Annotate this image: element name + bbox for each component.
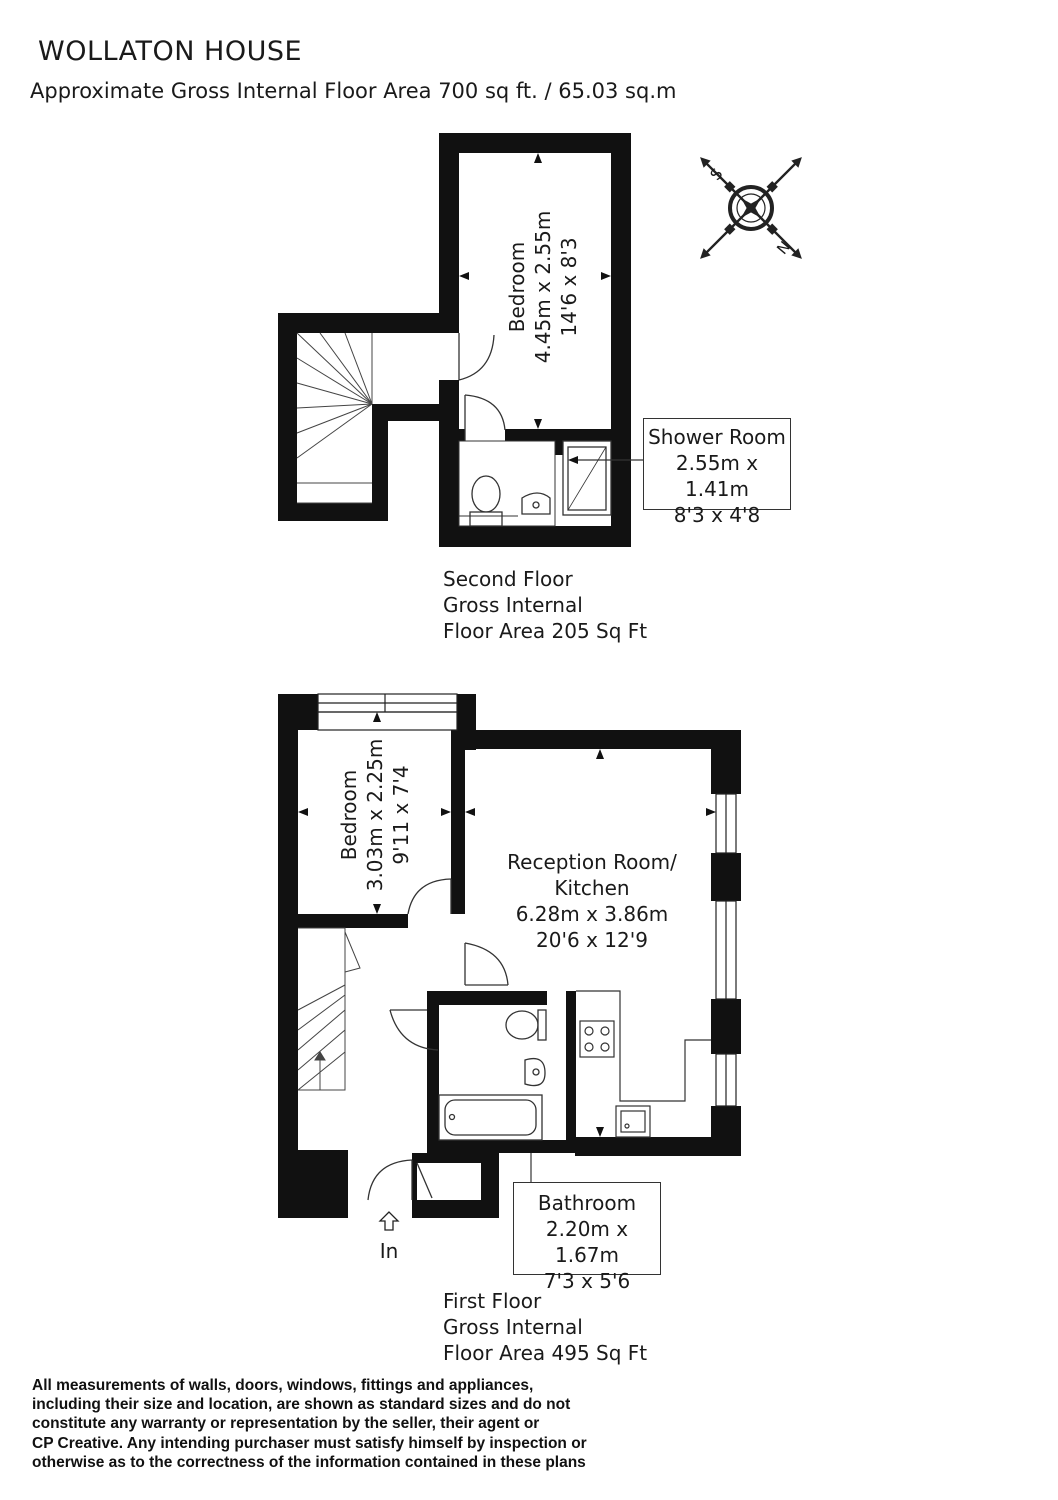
hob [579, 1020, 615, 1058]
second-floor-dimension-arrows [459, 153, 611, 464]
disclaimer-line: All measurements of walls, doors, window… [32, 1377, 534, 1394]
second-floor-bedroom-label: Bedroom 4.45m x 2.55m 14'6 x 8'3 [505, 211, 581, 364]
second-floor-plan: Bedroom 4.45m x 2.55m 14'6 x 8'3 [278, 133, 643, 547]
plan-title: WOLLATON HOUSE [38, 36, 303, 67]
disclaimer-line: including their size and location, are s… [32, 1396, 571, 1414]
room-imperial: 14'6 x 8'3 [557, 237, 581, 336]
room-metric: 3.03m x 2.25m [363, 739, 387, 892]
kitchen-fixtures [576, 990, 711, 1138]
toilet [471, 475, 501, 513]
caption-line: Gross Internal [443, 1315, 583, 1339]
room-name: Bedroom [337, 770, 361, 860]
first-floor-doors [367, 878, 509, 1201]
disclaimer-line: otherwise as to the correctness of the i… [32, 1453, 586, 1471]
room-metric: 2.55m x 1.41m [675, 451, 759, 501]
compass-rose [700, 157, 802, 259]
room-imperial: 8'3 x 4'8 [673, 503, 761, 527]
first-floor-caption: First Floor Gross Internal Floor Area 49… [443, 1288, 647, 1366]
compass-north-label: N [772, 237, 793, 257]
entrance-label: In [380, 1239, 399, 1263]
caption-line: Floor Area 495 Sq Ft [443, 1341, 648, 1365]
room-name: Bathroom [537, 1191, 637, 1215]
room-metric: 2.20m x 1.67m [545, 1217, 629, 1267]
room-name: Shower Room [648, 425, 786, 449]
second-floor-caption: Second Floor Gross Internal Floor Area 2… [443, 566, 647, 644]
bathroom-fixtures [438, 1009, 547, 1141]
room-imperial: 9'11 x 7'4 [389, 765, 413, 864]
caption-line: First Floor [443, 1289, 542, 1313]
room-name: Bedroom [505, 242, 529, 332]
bathroom-washbasin [524, 1057, 546, 1087]
washbasin [521, 492, 551, 515]
first-floor-bedroom-label: Bedroom 3.03m x 2.25m 9'11 x 7'4 [337, 739, 413, 892]
first-floor-dimension-arrows [298, 712, 716, 1137]
second-floor-walls [278, 133, 631, 547]
shower-room-fixtures [458, 440, 612, 527]
first-floor-windows [317, 693, 737, 1107]
second-floor-doors [458, 333, 506, 441]
reception-kitchen-label: Reception Room/ Kitchen 6.28m x 3.86m 20… [507, 850, 677, 952]
bathroom-toilet [505, 1010, 539, 1040]
entrance-arrow-icon [378, 1211, 400, 1231]
bathroom-label: Bathroom 2.20m x 1.67m 7'3 x 5'6 [513, 1182, 661, 1293]
room-name-line2: Kitchen [554, 876, 629, 900]
first-floor-plan: Bedroom 3.03m x 2.25m 9'11 x 7'4 Recepti… [278, 693, 741, 1263]
room-metric: 4.45m x 2.55m [531, 211, 555, 364]
second-floor-stairs [296, 332, 373, 504]
gross-area-subtitle: Approximate Gross Internal Floor Area 70… [30, 79, 677, 103]
room-imperial: 7'3 x 5'6 [543, 1269, 631, 1293]
shower-room-label: Shower Room 2.55m x 1.41m 8'3 x 4'8 [643, 418, 791, 527]
caption-line: Floor Area 205 Sq Ft [443, 619, 648, 643]
caption-line: Second Floor [443, 567, 573, 591]
first-floor-walls [278, 694, 741, 1218]
room-name-line1: Reception Room/ [507, 850, 677, 874]
first-floor-stairs [297, 927, 361, 1091]
caption-line: Gross Internal [443, 593, 583, 617]
disclaimer-line: constitute any warranty or representatio… [32, 1415, 540, 1433]
disclaimer-text: All measurements of walls, doors, window… [32, 1376, 632, 1472]
room-imperial: 20'6 x 12'9 [536, 928, 648, 952]
disclaimer-line: CP Creative. Any intending purchaser mus… [32, 1434, 587, 1452]
room-metric: 6.28m x 3.86m [516, 902, 669, 926]
